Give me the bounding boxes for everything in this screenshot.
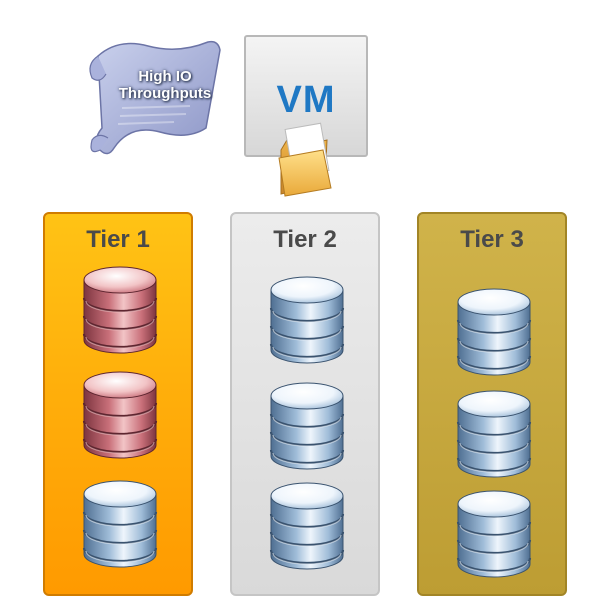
database-icon <box>455 388 533 480</box>
scroll-graphic: High IO Throughputs <box>78 28 228 163</box>
tier-2-title: Tier 2 <box>273 226 337 253</box>
tier-1-title: Tier 1 <box>86 226 150 253</box>
database-icon <box>268 274 346 366</box>
tier-3-title: Tier 3 <box>460 226 524 253</box>
database-icon <box>81 264 159 356</box>
database-icon <box>268 380 346 472</box>
tier-3-panel: Tier 3 <box>417 212 567 596</box>
database-icon <box>268 480 346 572</box>
tier-1-panel: Tier 1 <box>43 212 193 596</box>
tier-2-panel: Tier 2 <box>230 212 380 596</box>
database-icon <box>455 286 533 378</box>
scroll-label: High IO Throughputs <box>118 68 212 102</box>
database-icon <box>455 488 533 580</box>
folder-icon <box>275 120 337 198</box>
vm-label: VM <box>276 79 336 121</box>
scroll-icon <box>89 40 221 155</box>
database-icon <box>81 369 159 461</box>
database-icon <box>81 478 159 570</box>
